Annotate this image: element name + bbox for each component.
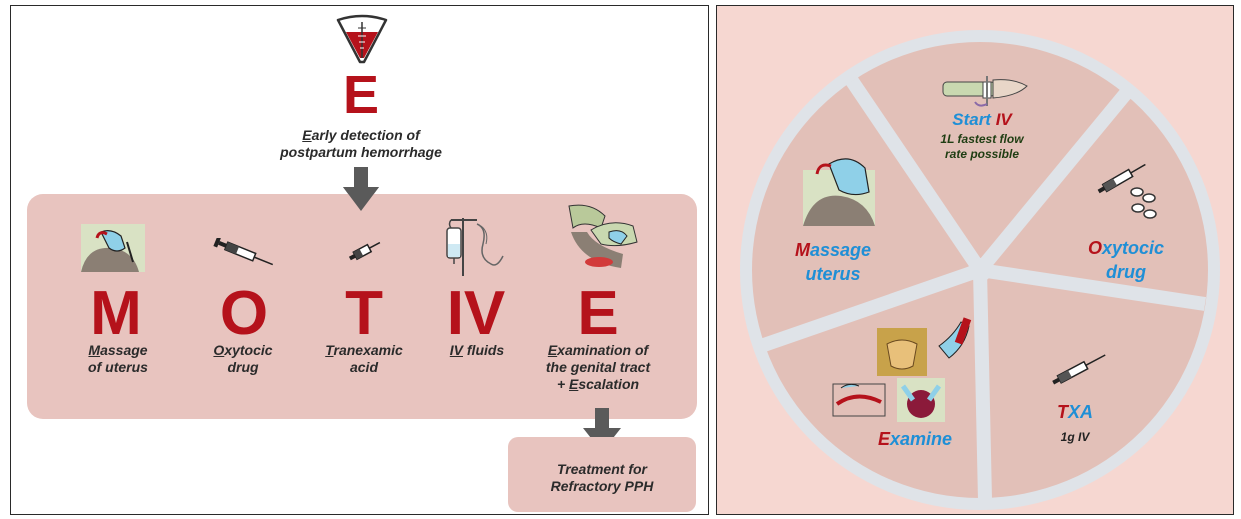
motive-caption-e: Examination of the genital tract + Escal… — [545, 342, 651, 392]
tablets-icon — [1130, 187, 1157, 219]
motive-caption-m: Massage of uterus — [88, 342, 148, 375]
motive-letter-e: E — [577, 279, 619, 348]
motive-letter-iv: IV — [446, 279, 506, 348]
blood-collection-drape-icon — [336, 14, 388, 64]
txa-dose: 1g IV — [1060, 430, 1090, 444]
start-iv-sub: 1L fastest flow rate possible — [940, 132, 1024, 161]
motive-caption-t: Tranexamic acid — [325, 342, 403, 375]
early-detection-caption: Early detection of postpartum hemorrhage — [280, 127, 442, 160]
examine-label: Examine — [877, 429, 953, 449]
motive-letter-m: M — [90, 279, 142, 348]
down-arrow-head-icon — [343, 187, 379, 211]
txa-syringe-icon — [1052, 354, 1106, 385]
arm-iv-icon — [942, 76, 1028, 107]
refractory-caption: Treatment for Refractory PPH — [550, 461, 654, 494]
massage-uterus-icon — [803, 158, 875, 226]
txa-label: TXA — [1056, 402, 1093, 422]
motive-letter-o: O — [219, 279, 269, 348]
start-iv-label: Start IV — [952, 110, 1012, 129]
uterine-massage-icon — [81, 224, 145, 272]
motive-letter-t: T — [345, 279, 383, 348]
iv-drip-icon — [446, 218, 504, 276]
early-detection-letter: E — [342, 65, 380, 125]
motive-caption-iv: IV fluids — [449, 342, 505, 358]
oxytocic-label: Oxytocic drug — [1087, 238, 1165, 282]
massage-uterus-label: Massage uterus — [794, 240, 872, 284]
syringe-icon — [213, 238, 274, 266]
treatment-wheel — [740, 30, 1220, 510]
refractory-pph-box — [508, 437, 696, 512]
oxytocic-syringe-icon — [1097, 163, 1146, 194]
examine-icon — [832, 317, 972, 422]
small-syringe-icon — [348, 241, 381, 261]
genital-exam-icon — [568, 204, 638, 268]
motive-caption-o: Oxytocic drug — [213, 342, 273, 375]
motive-flow-panel: E Early detection of postpartum hemorrha… — [10, 5, 709, 515]
treatment-wheel-panel: Start IV 1L fastest flow rate possible O… — [716, 5, 1234, 515]
